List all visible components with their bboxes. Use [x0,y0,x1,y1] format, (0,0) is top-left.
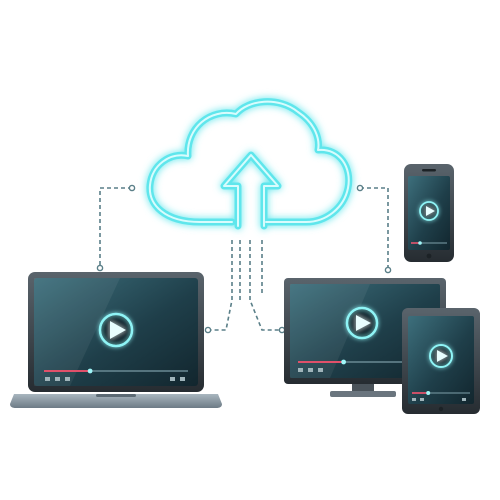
connector-node [204,326,212,334]
connector-node [278,326,286,334]
connector-cloud-to-phone [360,187,389,270]
volume-control-icon [318,368,323,372]
connector-node [128,184,136,192]
progress-knob [341,359,346,365]
phone [404,164,454,262]
tablet [402,308,480,414]
monitor-stand-base [330,391,396,397]
connector-cloud-center-right [249,240,282,331]
cloud-upload-icon [146,98,353,230]
play-icon [98,312,134,348]
skip-control-icon [55,377,60,381]
monitor-neck [352,384,374,392]
play-icon [345,306,379,340]
play-icon [429,344,453,368]
skip-control-icon [420,398,424,401]
fullscreen-control-icon [462,398,466,401]
laptop-player-controls [44,368,188,381]
connector-cloud-center-left [208,240,233,331]
connector-lines [99,187,389,331]
progress-knob [87,368,93,374]
play-control-icon [45,377,50,381]
skip-control-icon [308,368,313,372]
fullscreen-control-icon [180,377,185,381]
connector-node [384,266,392,274]
volume-control-icon [65,377,70,381]
connector-node [96,264,104,272]
progress-knob [418,241,422,245]
laptop-hinge-notch [96,394,136,397]
laptop [10,272,222,408]
play-control-icon [298,368,303,372]
play-icon [419,201,439,221]
play-control-icon [412,398,416,401]
monitor-screen-glare [290,284,370,378]
connector-nodes [96,184,392,334]
phone-player-controls [411,241,447,245]
phone-speaker [422,169,436,172]
laptop-base [10,394,222,408]
connector-cloud-to-laptop [99,187,132,268]
settings-control-icon [170,377,175,381]
connector-node [356,184,364,192]
tablet-home-button [438,406,444,412]
tablet-player-controls [412,391,470,401]
phone-home-button [426,253,432,259]
progress-knob [426,391,431,395]
laptop-screen-glare [34,278,120,386]
cloud-highlight [148,100,350,227]
